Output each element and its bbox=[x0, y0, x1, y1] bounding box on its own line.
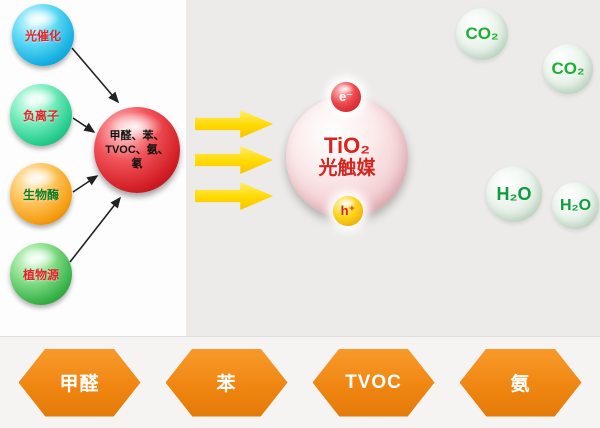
hole-label: h⁺ bbox=[340, 203, 356, 218]
pollutants-line3: 氡 bbox=[131, 158, 143, 171]
sphere-photocatalysis-label: 光催化 bbox=[24, 28, 61, 43]
tio2-formula: TiO₂ bbox=[323, 132, 371, 158]
sphere-plant-source-label: 植物源 bbox=[22, 267, 59, 282]
hexagon-benzene-label: 苯 bbox=[216, 374, 237, 395]
hexagon-formaldehyde-label: 甲醛 bbox=[59, 374, 100, 395]
hexagon-tvoc-label: TVOC bbox=[345, 371, 402, 393]
hexagon-ammonia: 氨 bbox=[459, 348, 582, 417]
electron-sphere: e⁻ bbox=[331, 82, 361, 112]
pollutants-sphere: 甲醛、苯、 TVOC、氨、 氡 bbox=[94, 107, 180, 193]
h2o-label-2: H₂O bbox=[559, 196, 592, 214]
flow-arrow-1 bbox=[195, 110, 273, 138]
hexagon-tvoc: TVOC bbox=[312, 348, 435, 417]
co2-bubble-1: CO₂ bbox=[456, 8, 508, 60]
sphere-negative-ion-label: 负离子 bbox=[22, 108, 59, 123]
flow-arrow-3 bbox=[195, 182, 273, 210]
h2o-bubble-2: H₂O bbox=[552, 182, 599, 229]
pollutants-line1: 甲醛、苯、 bbox=[109, 129, 165, 142]
electron-label: e⁻ bbox=[338, 89, 354, 104]
pollutants-line2: TVOC、氨、 bbox=[105, 143, 169, 156]
sphere-negative-ion: 负离子 bbox=[10, 84, 72, 146]
h2o-bubble-1: H₂O bbox=[486, 166, 542, 222]
h2o-label-1: H₂O bbox=[496, 183, 532, 204]
hexagon-formaldehyde: 甲醛 bbox=[18, 348, 141, 417]
sphere-plant-source: 植物源 bbox=[10, 243, 72, 305]
hexagon-ammonia-label: 氨 bbox=[510, 374, 531, 395]
sphere-bio-enzyme: 生物酶 bbox=[10, 163, 72, 225]
source-panel: 光催化 负离子 生物酶 植物源 甲醛、苯、 TVOC、氨、 氡 bbox=[0, 0, 186, 336]
photocatalyst-label: 光触媒 bbox=[318, 157, 376, 179]
arrow-negative-ion-to-pollutants bbox=[72, 117, 96, 133]
arrow-bio-enzyme-to-pollutants bbox=[72, 175, 99, 193]
sphere-photocatalysis: 光催化 bbox=[12, 4, 74, 66]
co2-label-1: CO₂ bbox=[465, 24, 499, 43]
hole-sphere: h⁺ bbox=[333, 196, 363, 226]
arrow-photocatalysis-to-pollutants bbox=[71, 47, 120, 104]
pollutant-hexagon-band: 甲醛 苯 TVOC 氨 bbox=[0, 336, 600, 428]
co2-bubble-2: CO₂ bbox=[543, 44, 593, 94]
arrow-plant-source-to-pollutants bbox=[69, 196, 121, 263]
sphere-bio-enzyme-label: 生物酶 bbox=[22, 187, 59, 202]
flow-arrow-2 bbox=[195, 146, 273, 174]
hexagon-benzene: 苯 bbox=[165, 348, 288, 417]
co2-label-2: CO₂ bbox=[551, 59, 585, 78]
